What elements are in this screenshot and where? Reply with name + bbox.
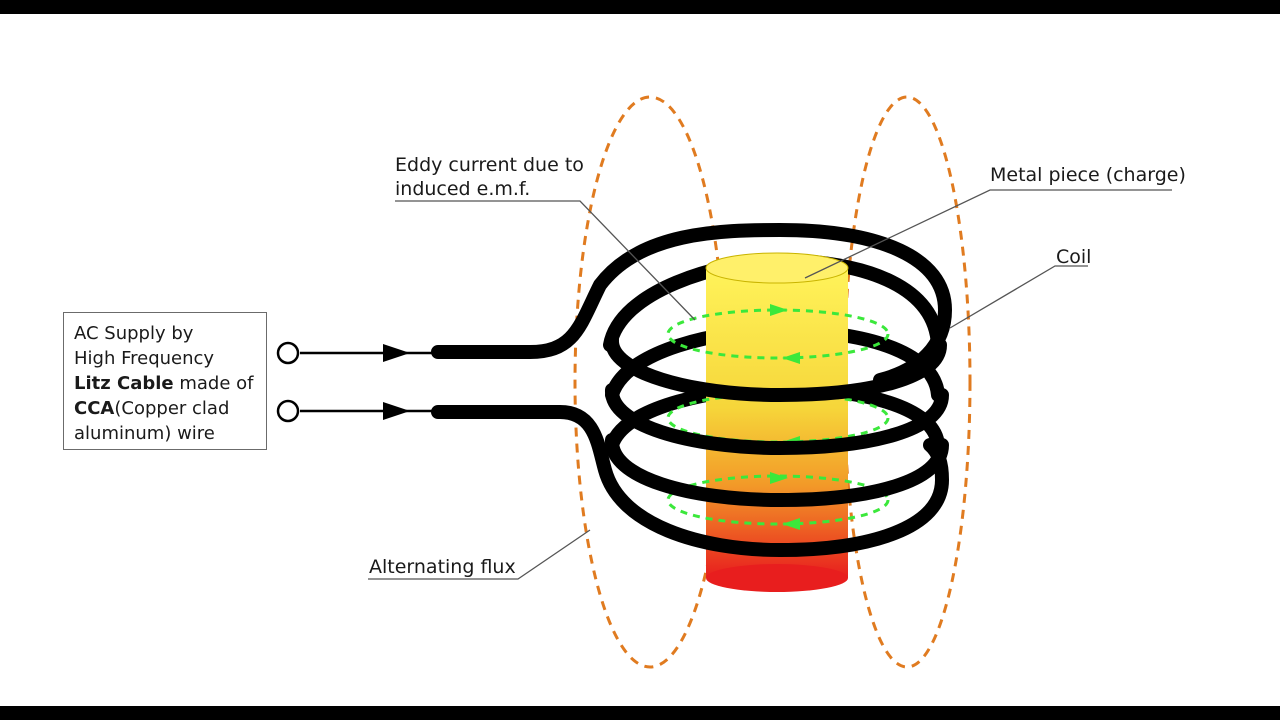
eddy-label-line2: induced e.m.f. [395,178,531,200]
supply-line2: High Frequency [74,348,215,369]
ac-supply-box: AC Supply by High Frequency Litz Cable m… [63,312,267,450]
leader-lines [368,189,1172,580]
coil-label: Coil [1056,246,1092,268]
flux-loop-right [842,95,972,669]
cca-bold: CCA [74,398,115,419]
litz-rest: made of [173,373,254,394]
litz-cable-bold: Litz Cable [74,373,174,394]
coil [431,223,952,557]
metal-piece-label: Metal piece (charge) [990,164,1186,186]
supply-line4: CCA(Copper clad [74,396,266,421]
eddy-label-line1: Eddy current due to [395,154,584,176]
supply-terminals [276,341,440,423]
metal-piece [705,252,849,592]
cca-rest: (Copper clad [114,398,230,419]
supply-line1: AC Supply by [74,323,194,344]
alternating-flux-label: Alternating flux [369,556,516,578]
arrow-top [383,344,410,362]
eddy-current-label: Eddy current due to induced e.m.f. [395,153,584,201]
eddy-currents [666,308,890,526]
supply-line3: Litz Cable made of [74,371,266,396]
supply-line5: aluminum) wire [74,423,215,444]
arrow-bottom [383,402,410,420]
terminal-top [276,341,300,365]
terminal-bottom [276,399,300,423]
